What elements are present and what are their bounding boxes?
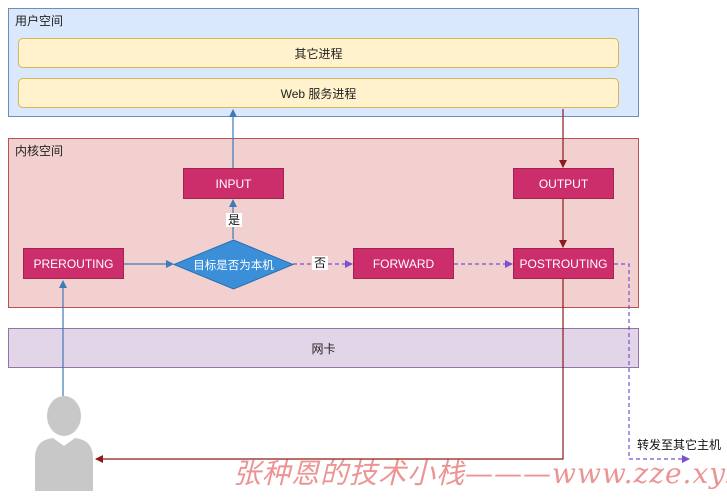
output-label: OUTPUT bbox=[538, 176, 589, 191]
web-process-label: Web 服务进程 bbox=[280, 86, 357, 101]
forward-box: FORWARD bbox=[353, 248, 454, 279]
output-box: OUTPUT bbox=[513, 168, 614, 199]
prerouting-label: PREROUTING bbox=[33, 256, 114, 271]
input-box: INPUT bbox=[183, 168, 284, 199]
user-avatar-icon bbox=[35, 396, 93, 491]
prerouting-box: PREROUTING bbox=[23, 248, 124, 279]
yes-label: 是 bbox=[226, 213, 243, 227]
watermark-text: 张种恩的技术小栈———www.zze.xyz bbox=[233, 457, 727, 490]
decision-label: 目标是否为本机 bbox=[193, 259, 274, 272]
decision-text-wrap: 目标是否为本机 bbox=[173, 239, 294, 290]
arrow-postrouting-to-user bbox=[95, 279, 564, 463]
input-label: INPUT bbox=[215, 176, 252, 191]
other-process-box: 其它进程 bbox=[18, 38, 619, 68]
postrouting-box: POSTROUTING bbox=[513, 248, 614, 279]
postrouting-label: POSTROUTING bbox=[519, 256, 608, 271]
other-process-label: 其它进程 bbox=[294, 46, 343, 61]
arrow-postrouting-to-other-host bbox=[614, 263, 690, 463]
nic-label: 网卡 bbox=[311, 341, 336, 356]
kernel-space-title: 内核空间 bbox=[15, 144, 64, 158]
forward-to-other-host-note: 转发至其它主机 bbox=[637, 438, 722, 452]
forward-label: FORWARD bbox=[372, 256, 435, 271]
decision-diamond bbox=[173, 239, 294, 290]
nic-bar: 网卡 bbox=[8, 328, 639, 368]
web-process-box: Web 服务进程 bbox=[18, 78, 619, 108]
kernel-space-region: 内核空间 bbox=[8, 138, 639, 308]
no-label: 否 bbox=[312, 256, 329, 270]
user-space-title: 用户空间 bbox=[15, 14, 64, 28]
